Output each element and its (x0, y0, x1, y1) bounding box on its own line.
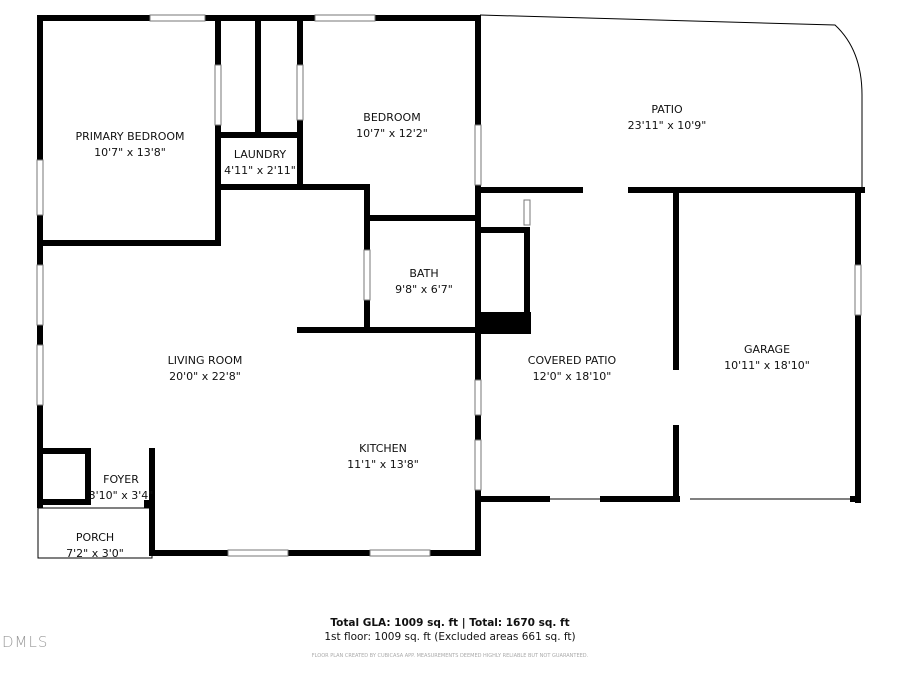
room-size: 20'0" x 22'8" (169, 370, 241, 383)
room-size: 9'8" x 6'7" (395, 283, 453, 296)
room-name: COVERED PATIO (528, 354, 617, 367)
room-name: FOYER (103, 473, 139, 486)
room-name: PORCH (76, 531, 114, 544)
room-size: 23'11" x 10'9" (628, 119, 707, 132)
floor-area: 1st floor: 1009 sq. ft (Excluded areas 6… (324, 631, 576, 643)
room-size: 12'0" x 18'10" (533, 370, 612, 383)
room-name: LIVING ROOM (168, 354, 243, 367)
room-size: 10'7" x 12'2" (356, 127, 428, 140)
room-size: 11'1" x 13'8" (347, 458, 419, 471)
room-name: LAUNDRY (234, 148, 287, 161)
room-size: 10'11" x 18'10" (724, 359, 810, 372)
room-name: BATH (409, 267, 438, 280)
room-name: KITCHEN (359, 442, 407, 455)
area-totals: Total GLA: 1009 sq. ft | Total: 1670 sq.… (330, 617, 570, 629)
room-size: 3'10" x 3'4" (89, 489, 154, 502)
patio-outline (479, 14, 863, 190)
room-size: 4'11" x 2'11" (224, 164, 296, 177)
disclaimer: FLOOR PLAN CREATED BY CUBICASA APP. MEAS… (311, 653, 589, 659)
room-name: BEDROOM (363, 111, 420, 124)
room-name: PATIO (651, 103, 683, 116)
room-size: 7'2" x 3'0" (66, 547, 124, 560)
room-labels: PRIMARY BEDROOM 10'7" x 13'8" LAUNDRY 4'… (66, 103, 810, 560)
mls-logo: DMLS (2, 633, 49, 651)
room-size: 10'7" x 13'8" (94, 146, 166, 159)
windows (36, 14, 862, 557)
room-name: PRIMARY BEDROOM (75, 130, 184, 143)
room-name: GARAGE (744, 343, 790, 356)
